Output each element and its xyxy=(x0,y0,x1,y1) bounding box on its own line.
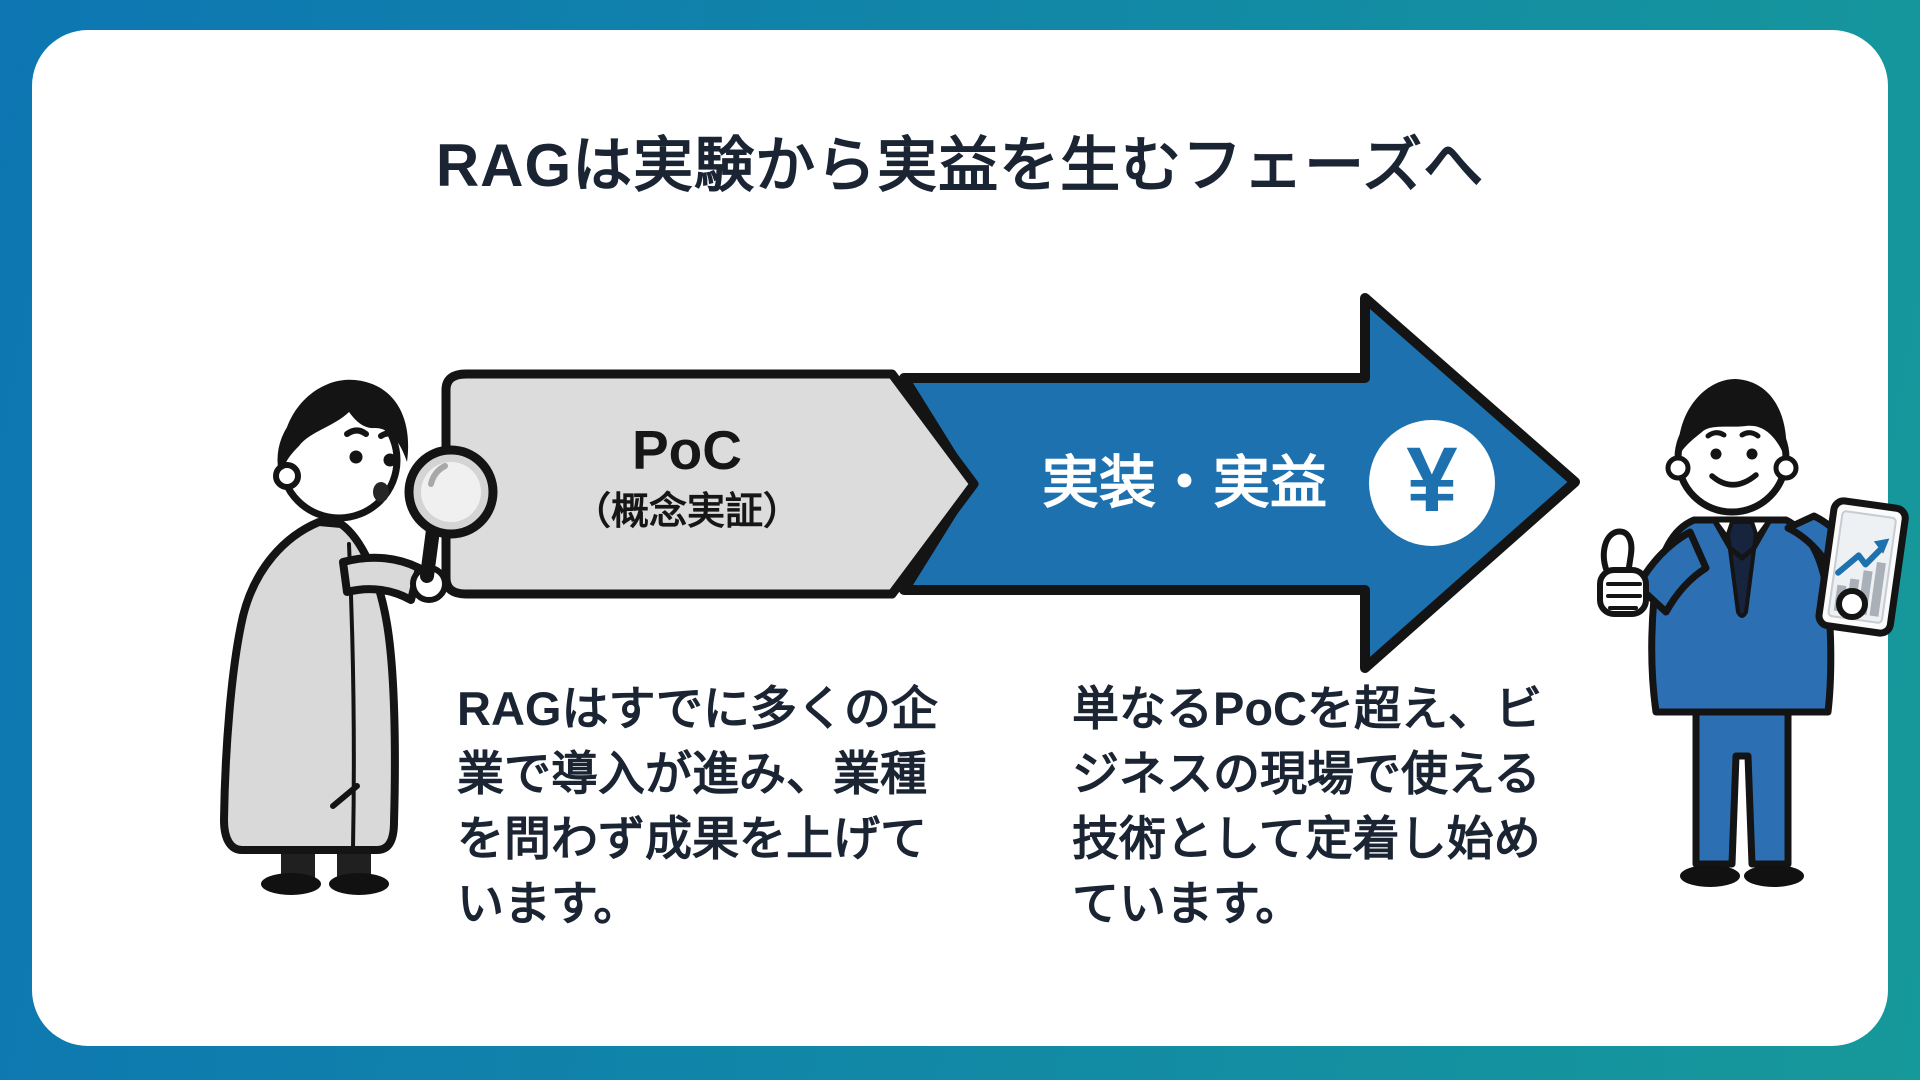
researcher-ear xyxy=(273,462,301,490)
researcher-arm xyxy=(339,553,423,604)
researcher-eye xyxy=(349,450,363,464)
researcher-eyebrow xyxy=(344,427,369,437)
content-card: RAGは実験から実益を生むフェーズへ PoC （概念実証） 実装・実益 ¥ xyxy=(32,30,1909,1046)
knuckle-lines xyxy=(1606,582,1642,610)
businessman-sleeve xyxy=(1634,528,1710,616)
researcher-shoe xyxy=(329,873,389,895)
businessman-shoe xyxy=(1680,865,1740,887)
poc-sublabel: （概念実証） xyxy=(572,491,801,533)
lens-highlight xyxy=(428,463,448,487)
fist xyxy=(1597,567,1649,617)
magnifying-glass-glass xyxy=(421,462,481,522)
businessman-hair xyxy=(1677,378,1787,460)
researcher-hair xyxy=(282,379,409,470)
businessman-eyebrow xyxy=(1739,430,1761,439)
poc-label: PoC xyxy=(632,419,742,481)
businessman-eye xyxy=(1746,448,1758,460)
lapel-lines xyxy=(1711,517,1773,561)
thumb xyxy=(1600,528,1635,577)
businessman-eye xyxy=(1710,448,1722,460)
caption-poc-progress: RAGはすでに多くの企 業で導入が進み、業種 を問わず成果を上げて います。 xyxy=(457,682,938,930)
researcher-mouth xyxy=(373,482,389,502)
poc-stage-label: PoC （概念実証） xyxy=(452,420,922,536)
businessman-hand xyxy=(1836,588,1868,620)
researcher-eye xyxy=(383,453,397,467)
coat-fold-line xyxy=(330,783,360,809)
tie xyxy=(1726,520,1758,618)
researcher-illustration xyxy=(220,379,498,895)
arrow-diagram xyxy=(441,293,1580,673)
businessman-illustration xyxy=(1597,378,1909,887)
businessman-ear xyxy=(1665,455,1691,481)
businessman-eyebrow xyxy=(1705,430,1727,439)
magnifying-glass-handle xyxy=(420,523,440,583)
caption-impl-adoption: 単なるPoCを超え、ビ ジネスの現場で使える 技術として定着し始め ています。 xyxy=(1072,682,1542,930)
yen-icon: ¥ xyxy=(1406,429,1458,531)
businessman-ear xyxy=(1773,455,1799,481)
businessman-shoe xyxy=(1744,865,1804,887)
thumbs-up-icon xyxy=(1597,528,1649,617)
researcher-eyebrow xyxy=(378,430,401,441)
researcher-shoe xyxy=(261,873,321,895)
trend-arrowhead xyxy=(1873,538,1890,554)
businessman-smile xyxy=(1709,472,1759,488)
impl-stage-label: 実装・実益 xyxy=(1042,451,1327,515)
yen-badge: ¥ xyxy=(1369,420,1495,546)
trend-line xyxy=(1835,547,1883,576)
businessman-trousers xyxy=(1692,704,1792,868)
page-title: RAGは実験から実益を生むフェーズへ xyxy=(435,132,1485,199)
